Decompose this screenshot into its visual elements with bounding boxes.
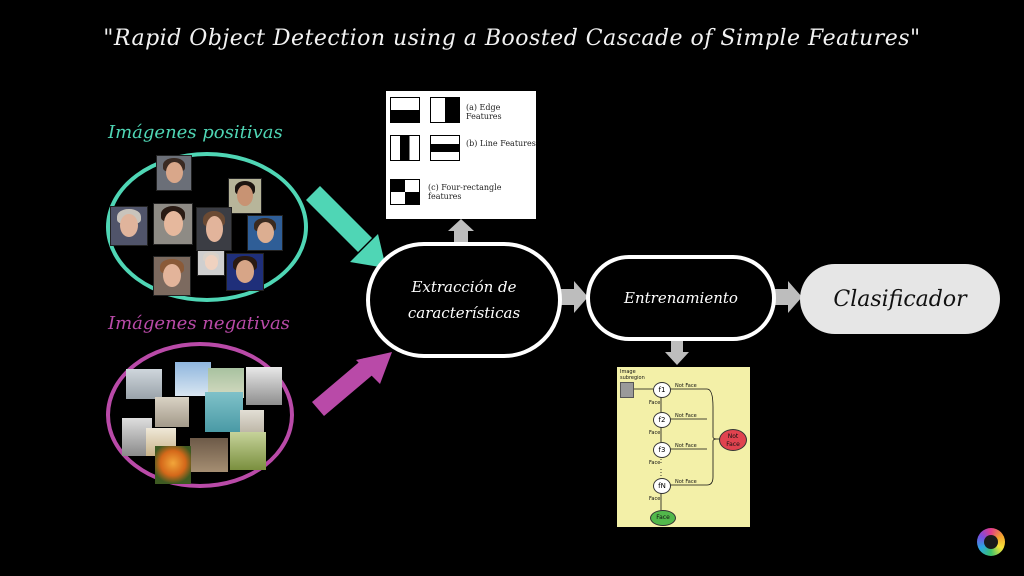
scene-photo <box>230 432 266 470</box>
face-result-label: Face <box>656 514 670 521</box>
positive-images-oval <box>106 152 308 302</box>
cascade-diagram: Image subregion f1 f2 f3 fN Not Face Not… <box>617 367 750 527</box>
scene-photo <box>240 410 264 436</box>
scene-photo <box>155 397 189 427</box>
face-photo <box>197 250 225 276</box>
negative-images-oval <box>106 342 294 488</box>
not-face-label: Not Face <box>675 443 697 449</box>
cascade-node-f1: f1 <box>653 382 671 398</box>
scene-photo <box>175 362 211 396</box>
face-photo <box>110 206 148 246</box>
scene-photo <box>126 369 162 399</box>
not-face-result-line2: Face <box>726 441 740 448</box>
edge-features-label: (a) Edge Features <box>466 103 502 121</box>
four-rectangle-label: (c) Four-rectangle features <box>428 183 502 201</box>
not-face-result-line1: Not <box>727 433 739 440</box>
line-feature-horizontal <box>430 135 460 161</box>
negative-arrow <box>312 352 392 416</box>
arrow-training-to-classifier <box>774 281 802 313</box>
subregion-label-1: Image <box>620 369 636 375</box>
subregion-label-2: subregion <box>620 375 645 381</box>
four-rectangle-feature <box>390 179 420 205</box>
cascade-node-fn: fN <box>653 478 671 494</box>
stage-feature-extraction: Extracción de características <box>366 242 562 358</box>
edge-feature-horizontal <box>390 97 420 123</box>
face-photo <box>153 203 193 245</box>
haar-features-panel: (a) Edge Features (b) Line Features (c) … <box>386 91 536 219</box>
face-photo <box>196 207 232 251</box>
stage-classifier: Clasificador <box>800 264 1000 334</box>
face-photo <box>228 178 262 214</box>
face-label: Face <box>649 430 661 436</box>
not-face-result: Not Face <box>719 429 747 451</box>
scene-photo <box>205 392 243 432</box>
face-result: Face <box>650 510 676 526</box>
face-label: Face <box>649 460 661 466</box>
face-photo <box>247 215 283 251</box>
arrow-up-to-features <box>448 219 474 242</box>
subregion-box <box>620 382 634 398</box>
extraction-label-line2: características <box>407 304 521 322</box>
channel-logo-icon <box>977 528 1005 556</box>
edge-feature-vertical <box>430 97 460 123</box>
face-photo <box>153 256 191 296</box>
line-feature-vertical <box>390 135 420 161</box>
scene-photo <box>246 367 282 405</box>
slide-title: "Rapid Object Detection using a Boosted … <box>103 26 921 51</box>
negative-images-label: Imágenes negativas <box>108 313 290 334</box>
scene-photo <box>155 446 191 484</box>
face-label: Face <box>649 496 661 502</box>
positive-arrow <box>306 186 386 268</box>
not-face-label: Not Face <box>675 413 697 419</box>
cascade-node-f2: f2 <box>653 412 671 428</box>
training-label: Entrenamiento <box>624 289 738 307</box>
face-photo <box>226 253 264 291</box>
line-features-label: (b) Line Features <box>466 139 536 148</box>
positive-images-label: Imágenes positivas <box>108 122 283 143</box>
cascade-node-f3: f3 <box>653 442 671 458</box>
not-face-label: Not Face <box>675 479 697 485</box>
arrow-down-to-cascade <box>665 341 689 365</box>
stage-training: Entrenamiento <box>586 255 776 341</box>
not-face-label: Not Face <box>675 383 697 389</box>
cascade-lines <box>634 388 721 510</box>
arrow-extraction-to-training <box>558 281 588 313</box>
face-photo <box>156 155 192 191</box>
scene-photo <box>190 438 228 472</box>
extraction-label-line1: Extracción de <box>411 278 517 296</box>
face-label: Face <box>649 400 661 406</box>
classifier-label: Clasificador <box>833 286 967 312</box>
